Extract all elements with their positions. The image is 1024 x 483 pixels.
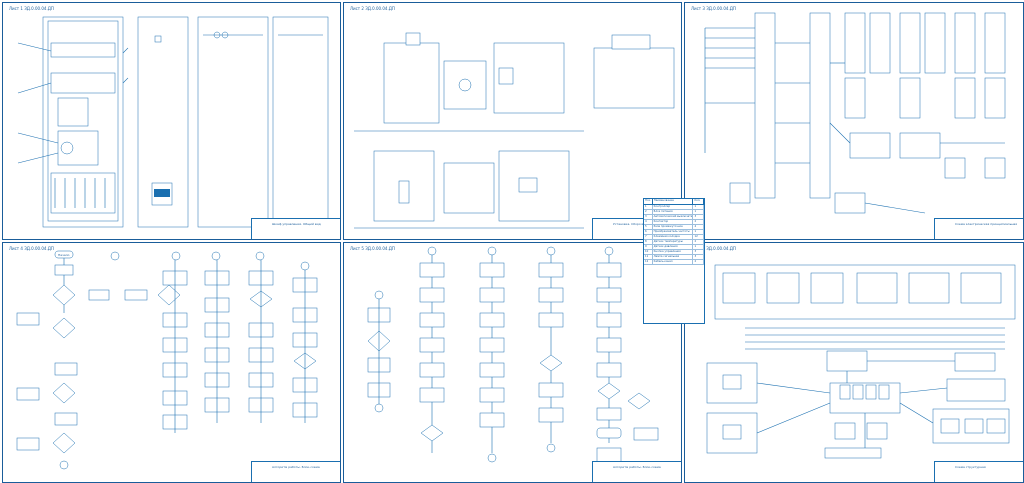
row-name: Контактор: [653, 220, 694, 224]
title-block-text: Алгоритм работы. Блок-схема: [272, 465, 320, 469]
row-pos: 10: [644, 250, 653, 254]
cabinet-drawing: [17, 16, 329, 228]
sheet-cabinet-drawing: Лист 1 ЗД.0.00.04.ДП Шкаф управления. Об…: [2, 2, 341, 240]
row-qty: 3: [693, 255, 705, 259]
sheet-label: Лист 2 ЗД.0.00.04.ДП: [350, 6, 395, 11]
row-name: Лампа сигнальная: [653, 255, 694, 259]
row-qty: 1: [693, 230, 705, 234]
row-qty: 2: [693, 260, 705, 264]
row-qty: 12: [693, 235, 705, 239]
row-qty: 1: [693, 245, 705, 249]
row-qty: 3: [693, 215, 705, 219]
row-name: Реле промежуточное: [653, 225, 694, 229]
row-pos: 9: [644, 245, 653, 249]
title-block: Схема электрическая принципиальная: [934, 218, 1023, 239]
title-block-text: Установка. Сборочный чертеж: [613, 222, 662, 226]
flowchart-1: Начало: [16, 250, 318, 470]
row-pos: 6: [644, 230, 653, 234]
row-qty: 2: [693, 220, 705, 224]
row-name: Кабель-канал: [653, 260, 694, 264]
title-block: Схема структурная: [934, 461, 1023, 482]
row-qty: 2: [693, 240, 705, 244]
title-block: Алгоритм работы. Блок-схема: [251, 461, 340, 482]
row-pos: 3: [644, 215, 653, 219]
title-block-text: Схема структурная: [955, 465, 986, 469]
sheet-label: Лист 3 ЗД.0.00.04.ДП: [691, 6, 736, 11]
row-qty: 3: [693, 250, 705, 254]
sheet-wiring-diagram: Лист 3 ЗД.0.00.04.ДП Схема электрическая…: [684, 2, 1024, 240]
row-pos: 7: [644, 235, 653, 239]
unit-drawing: [354, 32, 675, 229]
flow-start: Начало: [58, 253, 70, 257]
row-pos: 1: [644, 205, 653, 209]
sheet-structure: Лист 6 ЗД.0.00.04.ДП Схема структурная: [684, 242, 1024, 483]
sheet-label: Лист 6 ЗД.0.00.04.ДП: [691, 246, 736, 251]
row-pos: 12: [644, 260, 653, 264]
row-qty: 1: [693, 205, 705, 209]
header-qty: Кол.: [693, 199, 704, 204]
sheet-unit-drawing: Лист 2 ЗД.0.00.04.ДП Установка. Сборочны…: [343, 2, 682, 240]
title-block: Алгоритм работы. Блок-схема: [592, 461, 681, 482]
row-pos: 5: [644, 225, 653, 229]
title-block: Шкаф управления. Общий вид: [251, 218, 340, 239]
row-pos: 2: [644, 210, 653, 214]
sheet-label: Лист 4 ЗД.0.00.04.ДП: [9, 246, 54, 251]
header-name: Наименование: [653, 199, 694, 204]
row-name: Блок питания: [653, 210, 694, 214]
structure-diagram: [706, 264, 1016, 459]
title-block-text: Шкаф управления. Общий вид: [272, 222, 321, 226]
row-name: Датчик температуры: [653, 240, 694, 244]
row-pos: 8: [644, 240, 653, 244]
title-block-text: Алгоритм работы. Блок-схема: [613, 465, 661, 469]
table-header: Поз. Наименование Кол.: [644, 199, 704, 205]
row-name: Датчик давления: [653, 245, 694, 249]
row-name: Кнопка управления: [653, 250, 694, 254]
row-qty: 4: [693, 225, 705, 229]
row-name: Контроллер: [653, 205, 694, 209]
title-block-text: Схема электрическая принципиальная: [955, 222, 1018, 226]
row-qty: 1: [693, 210, 705, 214]
row-pos: 4: [644, 220, 653, 224]
sheet-label: Лист 5 ЗД.0.00.04.ДП: [350, 246, 395, 251]
sheet-flowchart-2: Лист 5 ЗД.0.00.04.ДП Алгоритм работы. Бл…: [343, 242, 682, 483]
row-name: Автоматический выключатель: [653, 215, 694, 219]
row-pos: 11: [644, 255, 653, 259]
sheet-label: Лист 1 ЗД.0.00.04.ДП: [9, 6, 54, 11]
flowchart-2: [367, 246, 659, 463]
header-pos: Поз.: [645, 199, 653, 204]
sheet-flowchart-1: Лист 4 ЗД.0.00.04.ДП Начало Алгоритм раб…: [2, 242, 341, 483]
row-name: Преобразователь частоты: [653, 230, 694, 234]
wiring-diagram: [704, 12, 1006, 214]
row-name: Клеммная колодка: [653, 235, 694, 239]
